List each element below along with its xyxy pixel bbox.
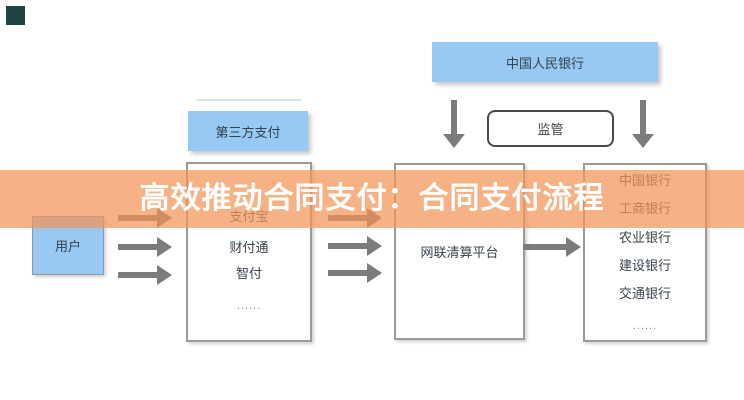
list-item: 财付通 <box>229 240 269 255</box>
central-bank-label: 中国人民银行 <box>505 55 584 71</box>
page-title: 高效推动合同支付：合同支付流程 <box>139 182 605 215</box>
title-banner: 高效推动合同支付：合同支付流程 <box>0 170 744 228</box>
bank-item: 农业银行 <box>618 230 671 245</box>
arrow-shaft <box>328 243 370 249</box>
arrow-shaft <box>328 270 370 276</box>
arrow-head <box>157 237 172 257</box>
arrow-right-icon <box>523 237 581 257</box>
arrow-right-icon <box>118 265 172 285</box>
bank-item: 交通银行 <box>618 286 671 301</box>
central-bank-box: 中国人民银行 <box>432 42 658 82</box>
supervision-label: 监管 <box>537 122 564 137</box>
arrow-shaft <box>118 272 160 278</box>
arrow-head <box>367 263 382 283</box>
arrow-head <box>443 134 465 148</box>
user-label: 用户 <box>54 239 81 254</box>
supervision-box: 监管 <box>487 110 614 147</box>
arrow-head <box>566 237 581 257</box>
third-party-header-box: 第三方支付 <box>188 111 308 151</box>
arrow-head <box>632 134 654 148</box>
arrow-right-icon <box>118 237 172 257</box>
bank-item-ellipsis: ...... <box>632 320 658 332</box>
arrow-right-icon <box>328 236 382 256</box>
clearing-platform-label: 网联清算平台 <box>420 245 499 260</box>
arrow-shaft <box>118 244 160 250</box>
list-item-ellipsis: ...... <box>236 300 262 312</box>
arrow-shaft <box>640 100 646 136</box>
logo-mark <box>6 6 25 25</box>
arrow-shaft <box>451 100 457 136</box>
arrow-right-icon <box>328 263 382 283</box>
arrow-head <box>367 236 382 256</box>
list-item: 智付 <box>235 266 262 281</box>
arrow-shaft <box>523 244 569 250</box>
arrow-down-right-icon <box>632 100 654 148</box>
divider-line <box>196 99 302 101</box>
arrow-down-left-icon <box>443 100 465 148</box>
third-party-header-label: 第三方支付 <box>215 124 281 140</box>
arrow-head <box>157 265 172 285</box>
bank-item: 建设银行 <box>618 258 671 273</box>
